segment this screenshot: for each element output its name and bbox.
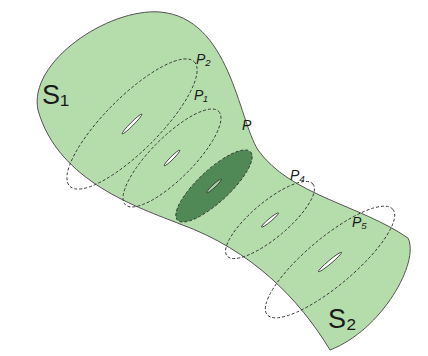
slit bbox=[317, 251, 342, 273]
slice-p5 bbox=[252, 191, 408, 333]
slit bbox=[163, 149, 181, 167]
surface-end-label: S₂ bbox=[328, 306, 357, 333]
slice-label: P₂ bbox=[196, 52, 211, 66]
surface-outline bbox=[37, 12, 410, 350]
slit bbox=[121, 113, 143, 135]
slice-label: P bbox=[242, 118, 251, 132]
slit bbox=[261, 212, 280, 228]
slice-label: P₄ bbox=[290, 168, 305, 182]
surface-end-label: S₁ bbox=[42, 82, 69, 109]
slice-label: P₁ bbox=[194, 88, 208, 102]
slice-p2 bbox=[51, 43, 214, 206]
slice-p bbox=[167, 140, 262, 232]
slice-label: P₅ bbox=[352, 215, 367, 229]
slit bbox=[206, 178, 223, 194]
